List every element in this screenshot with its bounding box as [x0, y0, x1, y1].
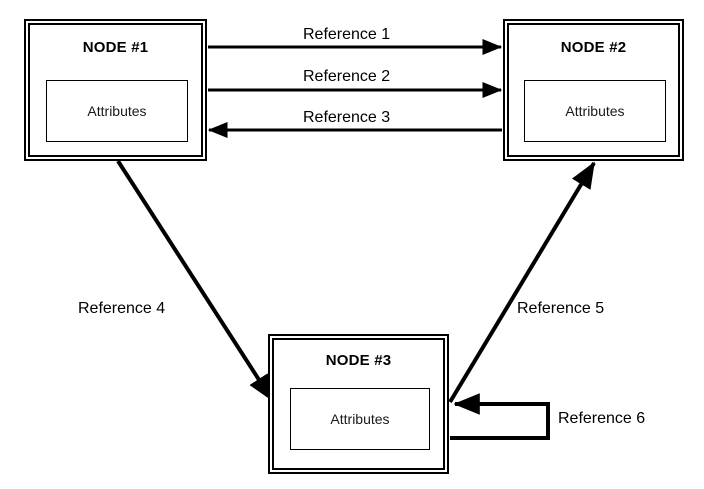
node-1-attributes-label: Attributes [87, 103, 147, 119]
node-box-2[interactable]: NODE #2 Attributes [503, 19, 684, 161]
node-1-attributes-box[interactable]: Attributes [46, 80, 188, 142]
edge-reference-6 [450, 393, 550, 440]
node-2-title: NODE #2 [560, 39, 627, 56]
node-box-1[interactable]: NODE #1 Attributes [24, 19, 207, 161]
edge-label-reference-5: Reference 5 [517, 300, 605, 317]
node-2-inner-frame: NODE #2 Attributes [507, 23, 680, 157]
node-3-inner-frame: NODE #3 Attributes [272, 338, 445, 470]
node-1-inner-frame: NODE #1 Attributes [28, 23, 203, 157]
node-2-attributes-label: Attributes [565, 103, 625, 119]
node-3-title: NODE #3 [325, 352, 392, 369]
node-3-attributes-box[interactable]: Attributes [290, 388, 430, 450]
edge-label-reference-1: Reference 1 [303, 26, 391, 43]
edge-label-reference-2: Reference 2 [303, 68, 391, 85]
edge-reference-4 [116, 159, 274, 402]
edge-label-reference-3: Reference 3 [303, 109, 391, 126]
edge-label-reference-4: Reference 4 [78, 300, 166, 317]
node-3-attributes-label: Attributes [330, 411, 390, 427]
node-box-3[interactable]: NODE #3 Attributes [268, 334, 449, 474]
node-2-attributes-box[interactable]: Attributes [524, 80, 666, 142]
node-1-title: NODE #1 [82, 39, 149, 56]
edge-label-reference-6: Reference 6 [558, 410, 646, 427]
edge-reference-5 [448, 161, 596, 404]
